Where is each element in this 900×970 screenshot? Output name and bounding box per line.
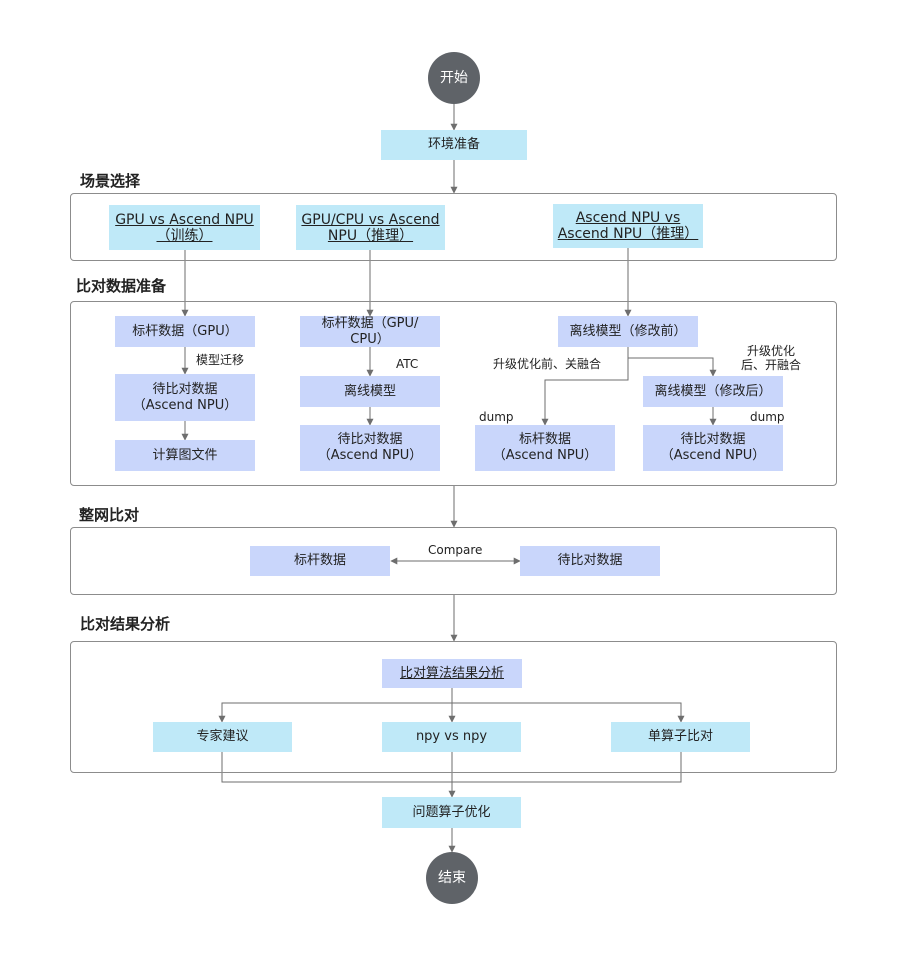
section-title-scene: 场景选择 [80,172,141,190]
dump-label-left: dump [479,410,514,424]
whole-net-group [70,527,837,595]
model-migrate-label: 模型迁移 [196,353,245,367]
cmp-npu-node-2: 待比对数据 （Ascend NPU） [300,425,440,471]
bench-gpucpu-node: 标杆数据（GPU/ CPU） [300,316,440,347]
end-node: 结束 [426,852,478,904]
section-title-data-prep: 比对数据准备 [76,277,167,295]
scene-npu-npu-infer-link[interactable]: Ascend NPU vs Ascend NPU（推理） [553,204,703,248]
atc-label: ATC [396,357,419,371]
after-fusion-label: 升级优化 后、开融合 [741,344,802,372]
scene-gpu-train-link[interactable]: GPU vs Ascend NPU （训练） [109,205,260,250]
env-prep-node: 环境准备 [381,130,527,160]
net-bench-node: 标杆数据 [250,546,390,576]
op-optimize-node: 问题算子优化 [382,797,521,828]
bench-npu-node: 标杆数据 （Ascend NPU） [475,425,615,471]
npy-vs-npy-node: npy vs npy [382,722,521,752]
compare-label: Compare [428,543,483,557]
cmp-npu-node-3: 待比对数据 （Ascend NPU） [643,425,783,471]
calc-graph-node: 计算图文件 [115,440,255,471]
dump-label-right: dump [750,410,785,424]
result-group [70,641,837,773]
before-fusion-label: 升级优化前、关融合 [493,357,602,371]
section-title-whole-net: 整网比对 [79,506,140,524]
expert-advice-node: 专家建议 [153,722,292,752]
edge-algo-expert [218,702,452,723]
offline-model-node: 离线模型 [300,376,440,407]
bench-gpu-node: 标杆数据（GPU） [115,316,255,347]
cmp-npu-node-1: 待比对数据 （Ascend NPU） [115,374,255,421]
scene-gpucpu-infer-link[interactable]: GPU/CPU vs Ascend NPU（推理） [296,205,445,250]
start-node: 开始 [428,52,480,104]
scene-group [70,193,837,261]
edge-algo-single [452,702,685,723]
algo-analysis-link[interactable]: 比对算法结果分析 [382,659,522,688]
data-prep-group [70,301,837,486]
single-op-compare-node: 单算子比对 [611,722,750,752]
edge-before-after [628,357,717,377]
section-title-result: 比对结果分析 [80,615,171,633]
edge-before-bench-npu [541,347,629,426]
net-cmp-node: 待比对数据 [520,546,660,576]
offline-after-node: 离线模型（修改后） [643,376,783,407]
offline-before-node: 离线模型（修改前） [558,316,698,347]
